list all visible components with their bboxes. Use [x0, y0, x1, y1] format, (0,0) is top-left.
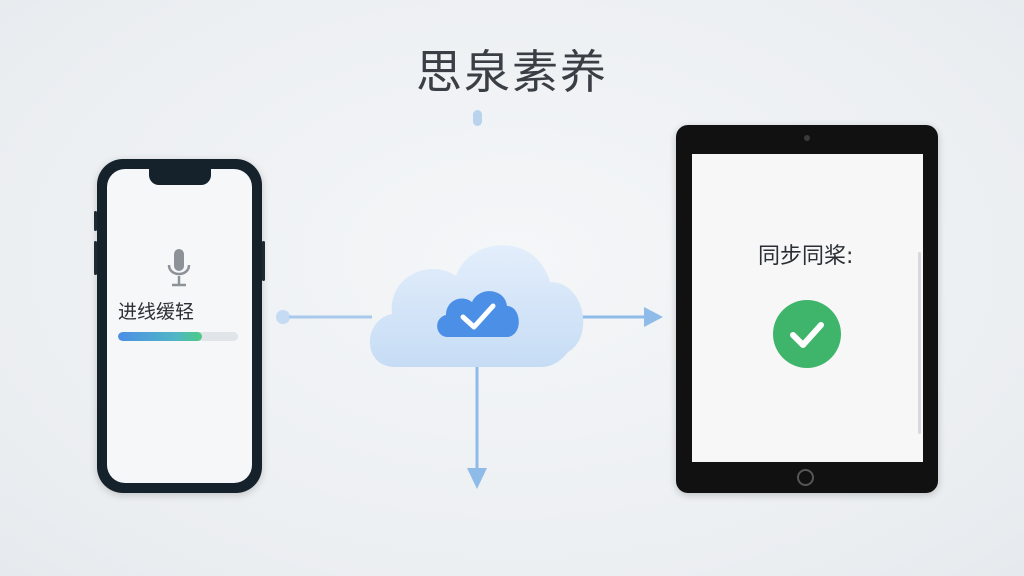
upload-progress-fill — [118, 332, 202, 341]
cloud-down-arrowhead — [467, 468, 487, 489]
tablet-camera — [804, 135, 810, 141]
phone-side-button — [94, 211, 97, 231]
phone-volume-button — [94, 241, 97, 275]
phone-device: 进线缓轻 — [94, 159, 265, 493]
phone-notch — [149, 169, 211, 185]
tablet-home-button[interactable] — [797, 469, 814, 486]
tablet-screen: 同步同桨: — [692, 154, 923, 462]
tablet-device: 同步同桨: — [676, 125, 938, 493]
phone-status-text: 进线缓轻 — [118, 301, 195, 323]
microphone-icon[interactable] — [164, 247, 194, 291]
check-circle-icon — [773, 300, 841, 368]
page-title: 思泉素养 — [416, 45, 608, 99]
tablet-status-text: 同步同桨: — [758, 244, 854, 269]
upload-progress-bar — [118, 332, 238, 341]
tablet-scrollbar[interactable] — [918, 252, 921, 434]
cloud-icon — [369, 245, 584, 367]
phone-connector-dot — [276, 310, 290, 324]
phone-power-button — [262, 241, 265, 281]
top-indicator-dot — [473, 110, 482, 126]
cloud-to-tablet-arrowhead — [644, 307, 663, 327]
phone-screen: 进线缓轻 — [107, 169, 252, 483]
